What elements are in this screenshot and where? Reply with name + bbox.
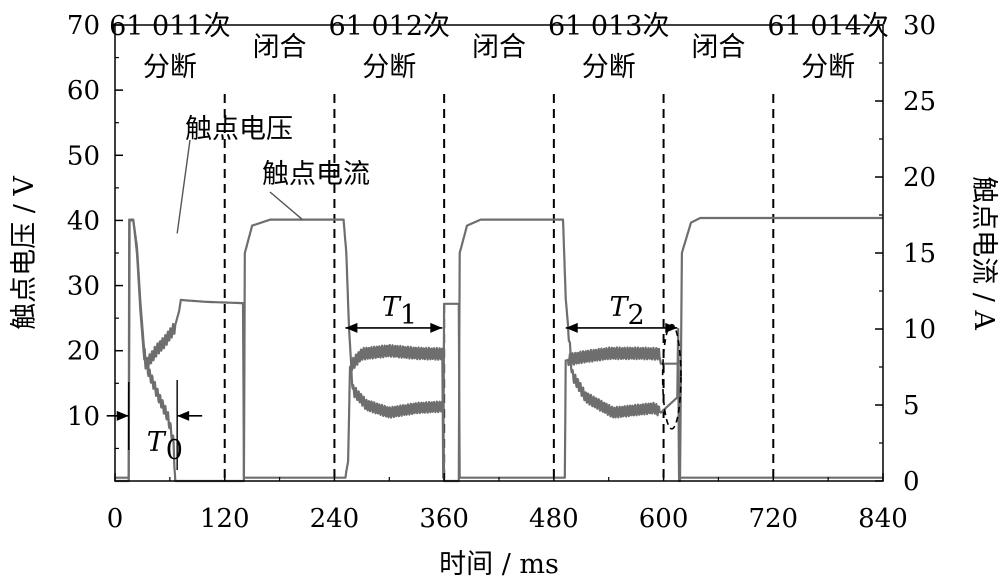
axes-ticks bbox=[114, 24, 884, 482]
interval-label-sub: 1 bbox=[400, 300, 417, 331]
arrow-head bbox=[177, 410, 190, 421]
x-tick-label: 0 bbox=[107, 504, 124, 534]
phase-label: 闭合 bbox=[691, 32, 745, 63]
phase-label: 61 013次 bbox=[548, 11, 669, 42]
series-line-voltage bbox=[114, 219, 884, 479]
y-left-tick-label: 30 bbox=[67, 272, 100, 302]
phase-label: 61 012次 bbox=[329, 11, 450, 42]
y-right-tick-label: 20 bbox=[903, 163, 936, 193]
x-axis-title: 时间 / ms bbox=[439, 549, 559, 580]
x-tick-label: 240 bbox=[310, 504, 360, 534]
x-tick-label: 720 bbox=[748, 504, 798, 534]
y-right-tick-label: 30 bbox=[903, 11, 936, 41]
series-layer bbox=[114, 216, 884, 483]
interval-label-t0-sub: 0 bbox=[166, 435, 183, 466]
x-tick-label: 360 bbox=[419, 504, 469, 534]
x-tick-label: 480 bbox=[529, 504, 579, 534]
phase-label: 闭合 bbox=[472, 32, 526, 63]
voltage-callout-label: 触点电压 bbox=[185, 114, 293, 145]
phase-label: 闭合 bbox=[253, 32, 307, 63]
y-right-tick-label: 10 bbox=[903, 315, 936, 345]
x-tick-label: 840 bbox=[858, 504, 908, 534]
y-left-tick-label: 60 bbox=[67, 76, 100, 106]
y-left-tick-label: 70 bbox=[67, 11, 100, 41]
arrow-head bbox=[565, 322, 578, 333]
dashed-ellipse-highlight bbox=[661, 323, 682, 430]
y-left-tick-label: 20 bbox=[67, 337, 100, 367]
y-left-tick-label: 10 bbox=[67, 402, 100, 432]
arrow-head bbox=[430, 322, 443, 333]
y-right-tick-label: 5 bbox=[903, 391, 920, 421]
interval-label-t0: T bbox=[147, 427, 167, 458]
arrow-head bbox=[345, 322, 358, 333]
phase-label: 61 011次 bbox=[109, 11, 230, 42]
interval-label-sub: 2 bbox=[628, 300, 645, 331]
y-right-tick-label: 15 bbox=[903, 239, 936, 269]
phase-boundaries bbox=[223, 94, 775, 481]
callout-leader bbox=[269, 191, 303, 221]
y-left-tick-label: 40 bbox=[67, 206, 100, 236]
interval-label: T bbox=[610, 292, 630, 323]
phase-label: 61 014次 bbox=[767, 11, 888, 42]
phase-label-sub: 分断 bbox=[582, 52, 636, 83]
phase-label-sub: 分断 bbox=[801, 52, 855, 83]
current-callout-label: 触点电流 bbox=[262, 159, 370, 190]
x-tick-label: 600 bbox=[639, 504, 689, 534]
y-right-tick-label: 25 bbox=[903, 87, 936, 117]
axes-labels: 0120240360480600720840010203040506070051… bbox=[9, 11, 999, 580]
callout-leader bbox=[176, 139, 191, 234]
y-right-axis-title: 触点电流 / A bbox=[968, 176, 999, 330]
x-tick-label: 120 bbox=[200, 504, 250, 534]
y-left-tick-label: 50 bbox=[67, 141, 100, 171]
series-line-current bbox=[114, 216, 884, 483]
y-left-axis-title: 触点电压 / V bbox=[9, 176, 40, 330]
phase-label-sub: 分断 bbox=[143, 52, 197, 83]
plot-frame bbox=[114, 24, 884, 482]
interval-label: T bbox=[382, 292, 402, 323]
phase-label-sub: 分断 bbox=[362, 52, 416, 83]
y-right-tick-label: 0 bbox=[903, 467, 920, 497]
